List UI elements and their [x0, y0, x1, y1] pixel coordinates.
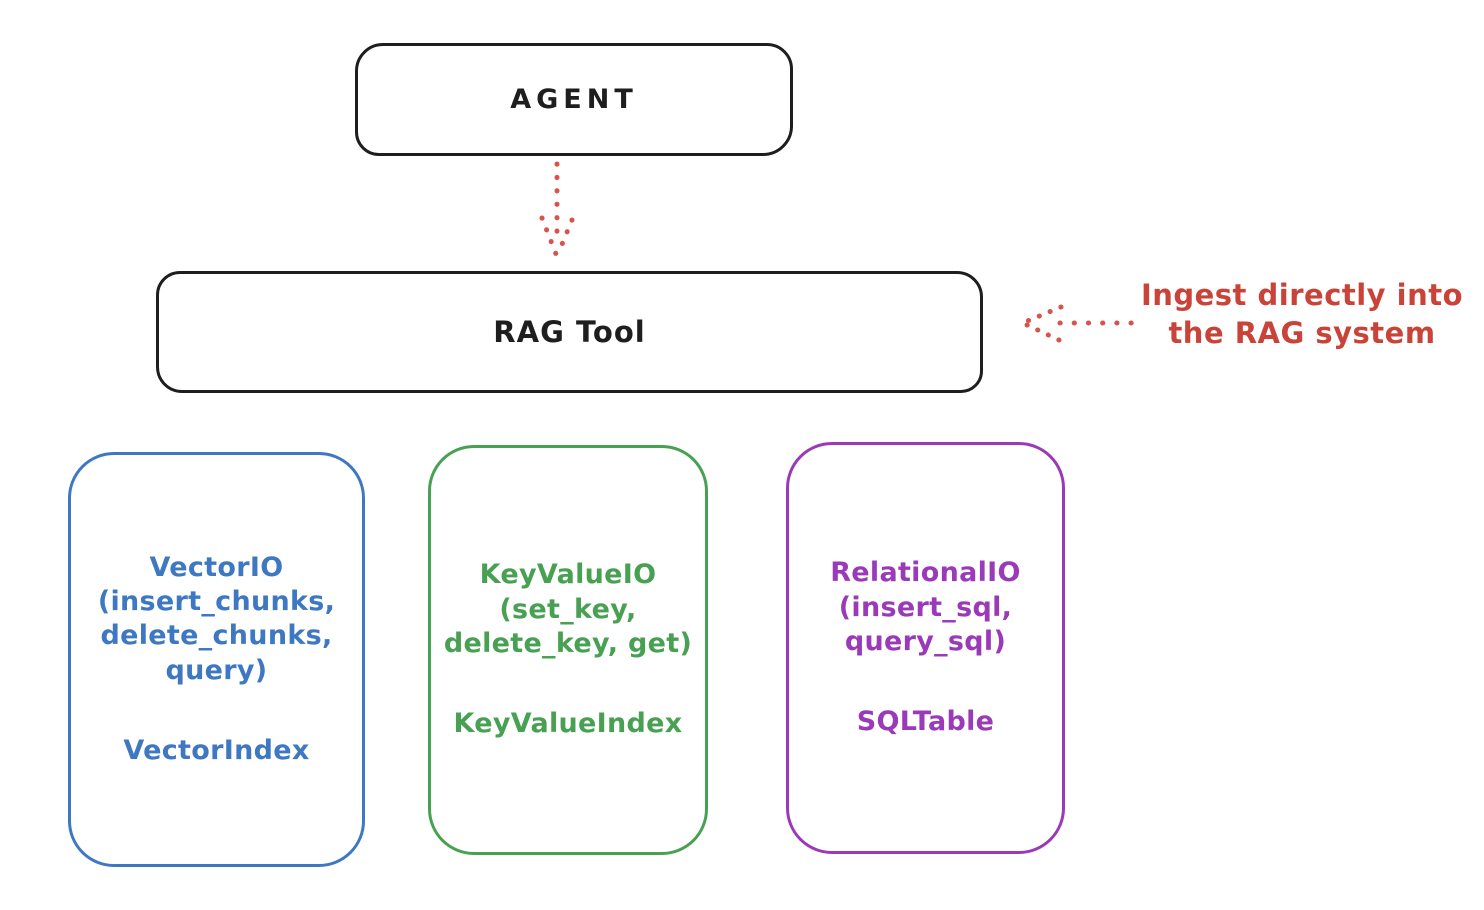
- backend-methods-vector-io: VectorIO (insert_chunks, delete_chunks, …: [98, 551, 335, 688]
- backend-node-vector-io: VectorIO (insert_chunks, delete_chunks, …: [68, 452, 365, 867]
- rag-tool-node: RAG Tool: [156, 271, 983, 393]
- backend-line: KeyValueIO: [479, 559, 657, 591]
- ingest-annotation-line1: Ingest directly into: [1140, 278, 1464, 312]
- backend-line: delete_key, get): [443, 628, 693, 659]
- backend-methods-relational-io: RelationalIO (insert_sql, query_sql): [830, 556, 1021, 659]
- backend-line: (set_key,: [499, 593, 637, 625]
- annotation-to-rag-dotted-arrow-icon: [1022, 304, 1138, 343]
- ingest-annotation-line2: the RAG system: [1168, 315, 1436, 350]
- backend-line: VectorIO: [149, 551, 284, 583]
- backend-methods-keyvalue-io: KeyValueIO (set_key, delete_key, get): [444, 558, 692, 661]
- backend-line: query_sql): [844, 626, 1007, 657]
- backend-node-relational-io: RelationalIO (insert_sql, query_sql) SQL…: [786, 442, 1065, 854]
- agent-to-rag-dotted-arrow-icon: [539, 161, 575, 257]
- agent-label: AGENT: [510, 84, 638, 115]
- backend-line: RelationalIO: [830, 557, 1021, 589]
- backend-index-label: KeyValueIndex: [453, 708, 683, 740]
- backend-line: delete_chunks,: [100, 620, 333, 652]
- ingest-annotation: Ingest directly into the RAG system: [1128, 277, 1476, 352]
- backend-line: query): [165, 654, 268, 686]
- backend-line: (insert_sql,: [838, 591, 1013, 623]
- backend-node-keyvalue-io: KeyValueIO (set_key, delete_key, get) Ke…: [428, 445, 708, 855]
- backend-index-label: SQLTable: [856, 706, 995, 738]
- backend-index-label: VectorIndex: [123, 734, 310, 766]
- rag-tool-label: RAG Tool: [493, 315, 646, 349]
- backend-line: (insert_chunks,: [97, 586, 336, 618]
- agent-node: AGENT: [355, 43, 793, 156]
